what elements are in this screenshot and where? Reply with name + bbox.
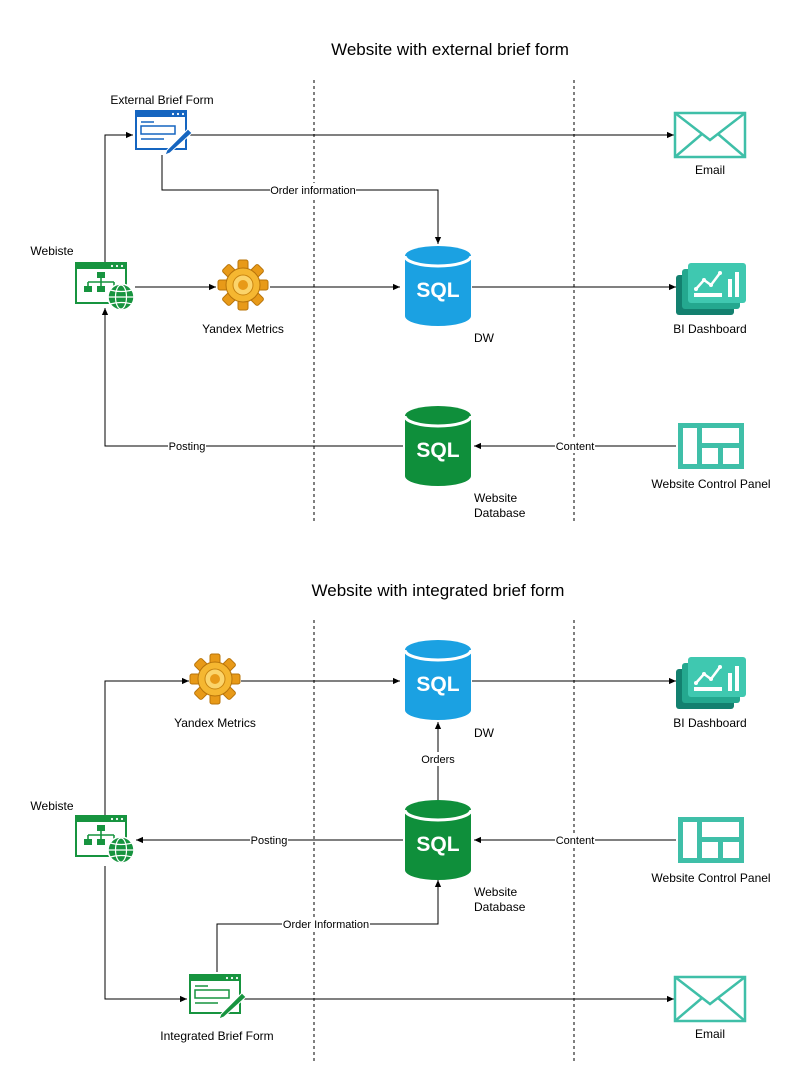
website-icon bbox=[75, 815, 135, 864]
website-control-panel-node: Website Control Panel bbox=[651, 423, 771, 491]
website-database-label-line2: Database bbox=[474, 506, 526, 520]
sql-database-icon bbox=[403, 244, 473, 328]
edge-label-order-information: Order Information bbox=[283, 919, 369, 931]
form-icon bbox=[189, 974, 247, 1020]
edge-label-posting: Posting bbox=[169, 441, 206, 453]
yandex-metrics-node: Yandex Metrics bbox=[174, 653, 256, 730]
integrated-brief-form-node: Integrated Brief Form bbox=[160, 974, 274, 1043]
edge-website-to-form bbox=[104, 131, 133, 262]
website-database-node: Website Database bbox=[403, 798, 526, 914]
sql-database-icon bbox=[403, 638, 473, 722]
website-control-panel-node: Website Control Panel bbox=[651, 817, 771, 885]
edge-db-to-website bbox=[101, 308, 403, 447]
yandex-metrics-label: Yandex Metrics bbox=[202, 322, 284, 336]
website-node: Webiste bbox=[30, 244, 135, 311]
edge-label-posting: Posting bbox=[251, 835, 288, 847]
website-control-panel-label: Website Control Panel bbox=[651, 871, 770, 885]
diagram1-title: Website with external brief form bbox=[331, 40, 569, 59]
bi-dashboard-label: BI Dashboard bbox=[673, 322, 746, 336]
website-database-node: Website Database bbox=[403, 404, 526, 520]
sql-database-icon bbox=[403, 798, 473, 882]
yandex-metrics-label: Yandex Metrics bbox=[174, 716, 256, 730]
edge-label-orders: Orders bbox=[421, 754, 455, 766]
external-brief-form-node: External Brief Form bbox=[110, 93, 214, 156]
integrated-brief-form-label: Integrated Brief Form bbox=[160, 1029, 273, 1043]
diagram-integrated-form: Website with integrated brief form Order… bbox=[30, 581, 771, 1062]
email-label: Email bbox=[695, 163, 725, 177]
website-label: Webiste bbox=[30, 244, 73, 258]
email-icon bbox=[673, 975, 747, 1023]
bi-dashboard-node: BI Dashboard bbox=[673, 655, 748, 730]
dw-label: DW bbox=[474, 726, 495, 740]
website-database-label-line2: Database bbox=[474, 900, 526, 914]
website-icon bbox=[75, 262, 135, 311]
gear-icon bbox=[189, 653, 241, 705]
dw-node: DW bbox=[403, 244, 495, 345]
external-brief-form-label: External Brief Form bbox=[110, 93, 213, 107]
control-panel-icon bbox=[678, 423, 744, 469]
website-label: Webiste bbox=[30, 799, 73, 813]
diagram2-title: Website with integrated brief form bbox=[312, 581, 565, 600]
bi-dashboard-label: BI Dashboard bbox=[673, 716, 746, 730]
edge-website-to-yandex bbox=[104, 677, 189, 815]
edge-website-to-integrated-form bbox=[104, 866, 187, 1003]
website-database-label-line1: Website bbox=[474, 885, 517, 899]
edge-label-content: Content bbox=[556, 835, 595, 847]
dashboard-icon bbox=[674, 261, 748, 317]
gear-icon bbox=[217, 259, 269, 311]
sql-database-icon bbox=[403, 404, 473, 488]
website-control-panel-label: Website Control Panel bbox=[651, 477, 770, 491]
email-node: Email bbox=[673, 975, 747, 1041]
diagram-external-form: Website with external brief form Order i… bbox=[30, 40, 771, 522]
email-label: Email bbox=[695, 1027, 725, 1041]
dw-node: DW bbox=[403, 638, 495, 740]
email-node: Email bbox=[673, 111, 747, 177]
website-node: Webiste bbox=[30, 799, 135, 864]
control-panel-icon bbox=[678, 817, 744, 863]
website-database-label-line1: Website bbox=[474, 491, 517, 505]
email-icon bbox=[673, 111, 747, 159]
dw-label: DW bbox=[474, 331, 495, 345]
form-icon bbox=[135, 110, 193, 156]
edge-form-to-dw bbox=[161, 155, 442, 244]
edge-label-content: Content bbox=[556, 441, 595, 453]
bi-dashboard-node: BI Dashboard bbox=[673, 261, 748, 336]
edge-label-order-information: Order information bbox=[270, 185, 356, 197]
dashboard-icon bbox=[674, 655, 748, 711]
yandex-metrics-node: Yandex Metrics bbox=[202, 259, 284, 336]
